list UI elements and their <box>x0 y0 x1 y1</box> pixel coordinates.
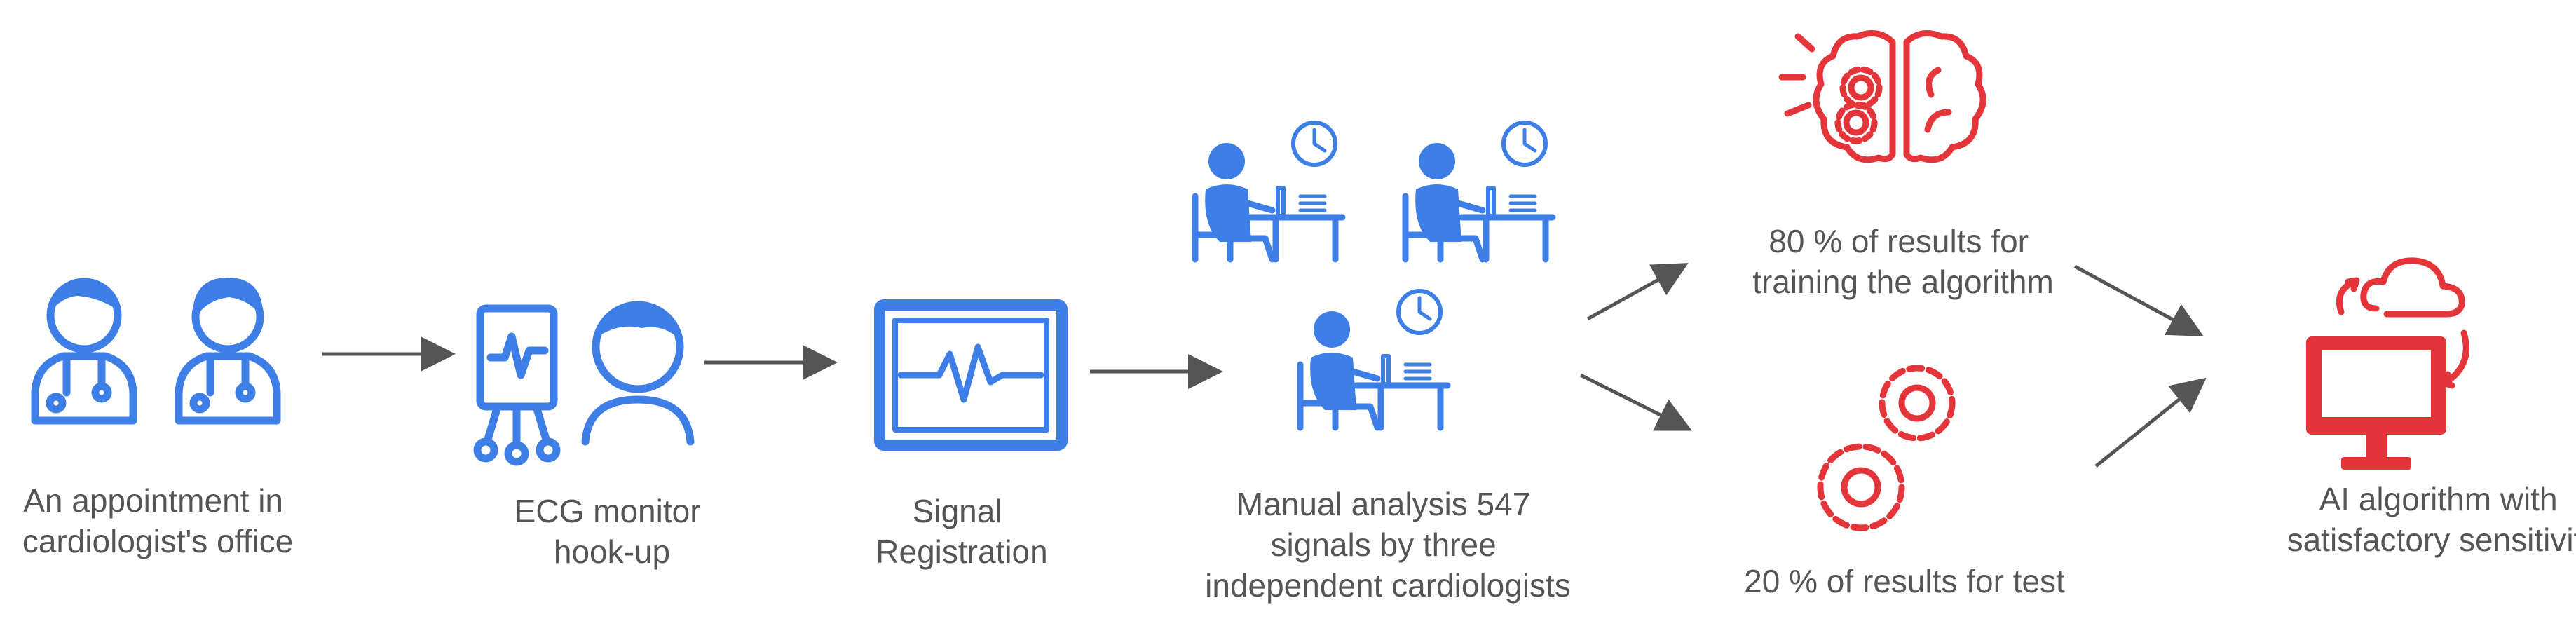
connector-arrows <box>322 263 2207 468</box>
ecg-monitor-icon <box>473 304 561 466</box>
label-registration: Signal Registration <box>875 493 1047 570</box>
brain-gears-icon <box>1778 30 1986 163</box>
arrow-6 <box>2073 264 2204 336</box>
cardiologist-at-desk-icon <box>1192 121 1346 263</box>
cardiologist-at-desk-icon <box>1297 289 1451 431</box>
label-hookup: ECG monitor hook-up <box>514 493 710 570</box>
doctor-female-icon <box>175 278 281 425</box>
arrow-7 <box>2094 377 2207 468</box>
gears-icon <box>1817 365 1956 531</box>
label-appointment: An appointment in cardiologist's office <box>22 482 293 559</box>
label-training: 80 % of results for training the algorit… <box>1752 223 2054 300</box>
ecg-screen-icon <box>874 299 1068 451</box>
doctor-male-icon <box>31 278 137 425</box>
arrow-5 <box>1579 373 1692 431</box>
cardiologist-at-desk-icon <box>1402 121 1556 263</box>
computer-cloud-sync-icon <box>2306 257 2469 470</box>
arrow-4 <box>1586 263 1689 321</box>
label-test: 20 % of results for test <box>1744 563 2065 599</box>
patient-icon <box>581 301 695 446</box>
label-result: AI algorithm with satisfactory sensitivi… <box>2287 481 2576 558</box>
label-analysis: Manual analysis 547 signals by three ind… <box>1205 486 1571 604</box>
